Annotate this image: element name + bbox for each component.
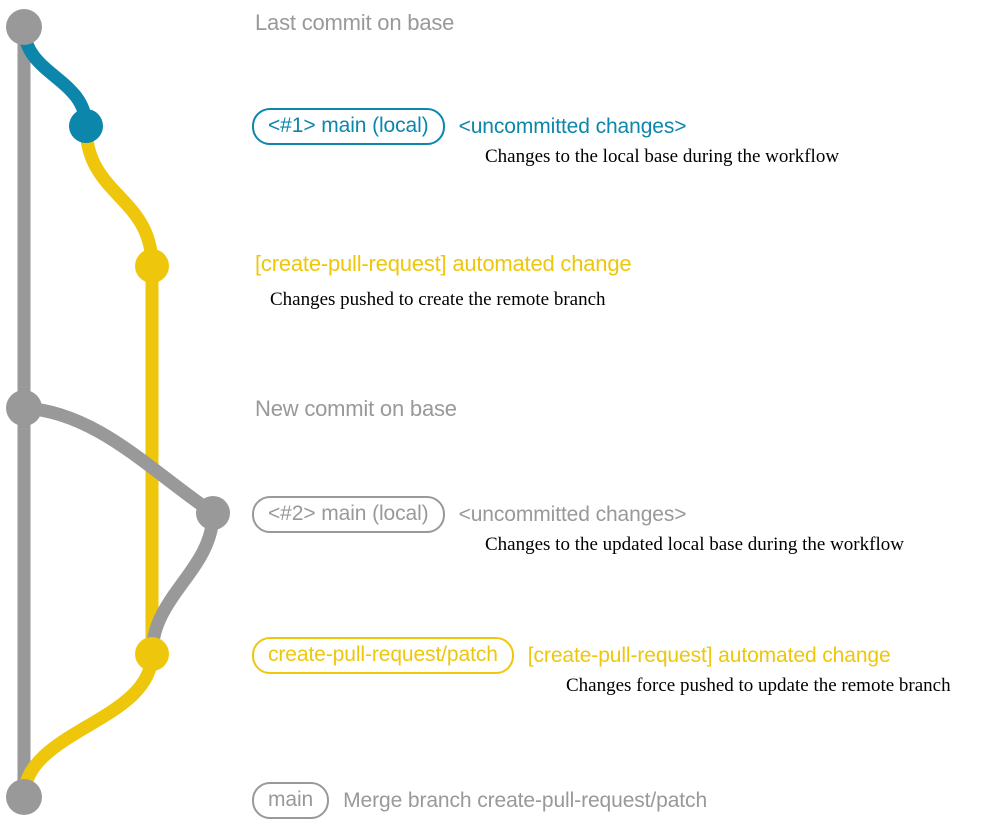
node-merge-commit[interactable] (6, 779, 42, 815)
commit-subject-remote-1: [create-pull-request] automated change (255, 251, 632, 276)
commit-graph (6, 9, 230, 815)
commit-note-local-1: Changes to the local base during the wor… (485, 146, 840, 167)
commit-row-local-commit-2: <#2> main (local) <uncommitted changes> (252, 496, 687, 533)
edge-remote2-to-merge (17, 647, 159, 804)
commit-note-remote-2: Changes force pushed to update the remot… (566, 675, 951, 696)
ref-badge-local-2[interactable]: <#2> main (local) (252, 496, 445, 533)
commit-subject-local-1: <uncommitted changes> (458, 115, 687, 138)
commit-row-merge-commit: main Merge branch create-pull-request/pa… (252, 782, 707, 819)
node-base-top[interactable] (6, 9, 42, 45)
commit-row-remote-commit-2: create-pull-request/patch [create-pull-r… (252, 637, 891, 674)
node-remote-1[interactable] (135, 249, 169, 283)
commit-subject-last-commit-on-base: Last commit on base (255, 10, 455, 35)
node-remote-2[interactable] (135, 637, 169, 671)
ref-badge-main[interactable]: main (252, 782, 330, 819)
edge-local2-to-remote2 (145, 506, 220, 661)
ref-badge-local-1[interactable]: <#1> main (local) (252, 108, 445, 145)
node-local-2[interactable] (196, 496, 230, 530)
commit-subject-remote-2: [create-pull-request] automated change (527, 644, 891, 667)
ref-badge-remote-branch[interactable]: create-pull-request/patch (252, 637, 514, 674)
node-local-1[interactable] (69, 109, 103, 143)
commit-note-local-2: Changes to the updated local base during… (485, 534, 904, 555)
commit-subject-merge-commit: Merge branch create-pull-request/patch (343, 789, 708, 812)
node-base-new[interactable] (6, 390, 42, 426)
edge-local1-to-remote1 (79, 119, 159, 273)
commit-row-local-commit-1: <#1> main (local) <uncommitted changes> (252, 108, 687, 145)
edge-basenew-to-local2 (17, 401, 220, 520)
commit-subject-local-2: <uncommitted changes> (458, 503, 687, 526)
commit-note-remote-1: Changes pushed to create the remote bran… (270, 289, 606, 310)
commit-subject-new-commit-on-base: New commit on base (255, 396, 457, 421)
